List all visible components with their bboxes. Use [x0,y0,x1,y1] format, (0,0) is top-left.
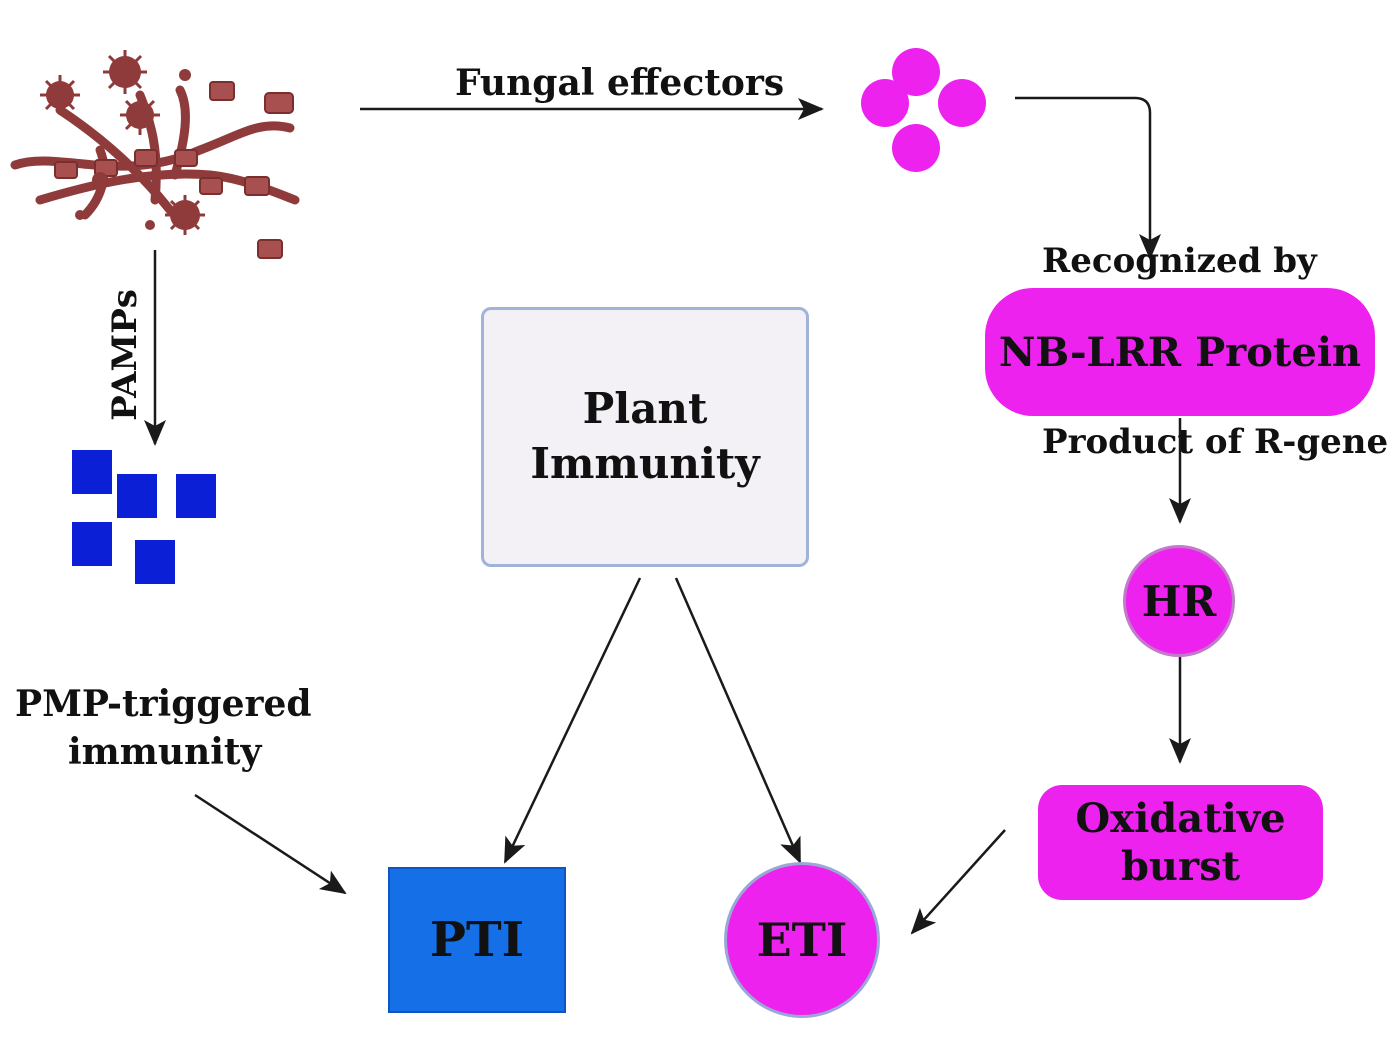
effector-molecules-icon [861,48,986,172]
pamp-squares-icon [72,450,216,584]
arrow-plant-to-eti [674,577,802,864]
arrow-oxidative-to-eti [910,829,1006,935]
oxidative-burst-box: Oxidative burst [1038,785,1323,900]
pti-label: PTI [429,912,525,968]
eti-node: ETI [724,862,880,1018]
plant-immunity-line2: Immunity [530,439,760,488]
recognized-by-label: Recognized by [1042,241,1317,281]
plant-immunity-box: Plant Immunity [481,307,809,567]
nb-lrr-protein-label: NB-LRR Protein [998,328,1362,376]
pti-box: PTI [388,867,566,1013]
nb-lrr-protein-box: NB-LRR Protein [985,288,1375,416]
oxidative-label-line2: burst [1120,842,1241,890]
pmp-triggered-label-line1: PMP-triggered [15,683,312,725]
pmp-triggered-label-line2: immunity [68,731,262,773]
oxidative-label-line1: Oxidative [1075,794,1286,842]
arrow-plant-to-pti [503,577,642,864]
arrow-pmp-to-pti [194,793,347,895]
eti-label: ETI [756,913,848,967]
fungal-effectors-label: Fungal effectors [455,62,785,104]
pamps-label: PAMPs [105,289,145,421]
fungal-mycelium-icon [10,50,300,259]
arrow-effectors-to-recognition [1015,96,1161,260]
plant-immunity-line1: Plant [582,384,708,434]
hr-label: HR [1141,576,1217,626]
product-of-r-gene-label: Product of R-gene [1042,422,1389,462]
hr-node: HR [1123,545,1235,657]
